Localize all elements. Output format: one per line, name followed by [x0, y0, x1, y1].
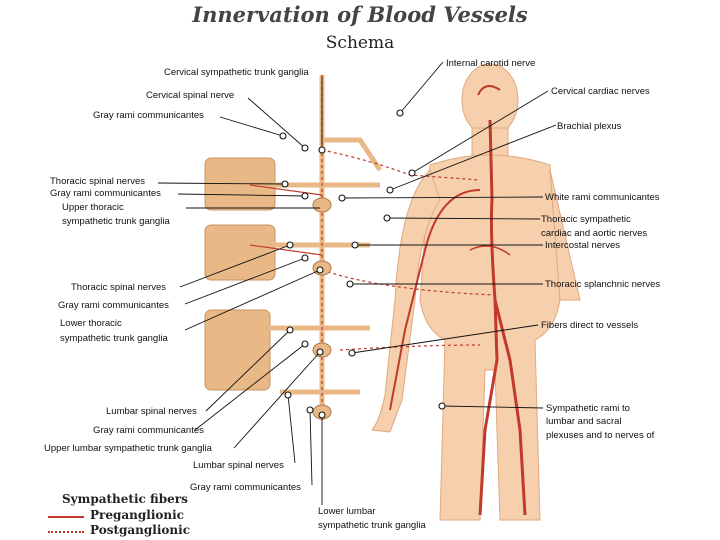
label-gray-rami-2: Gray rami communicantes — [50, 188, 161, 199]
right-arm-shape — [549, 169, 581, 301]
label-thoracic-spinal-1: Thoracic spinal nerves — [50, 176, 145, 187]
label-lower-lumbar-2: sympathetic trunk ganglia — [318, 520, 426, 531]
legend-title: Sympathetic fibers — [62, 492, 188, 506]
legend-postganglionic-line — [48, 531, 84, 533]
legend-postganglionic-label: Postganglionic — [90, 523, 190, 537]
human-body-figure — [371, 63, 581, 521]
label-gray-rami-1: Gray rami communicantes — [93, 110, 204, 121]
intercostal-vessel-path — [469, 245, 511, 256]
label-thoracic-sym-1: Thoracic sympathetic — [541, 214, 631, 225]
label-lumbar-spinal-2: Lumbar spinal nerves — [193, 460, 284, 471]
label-lower-thoracic-2: sympathetic trunk ganglia — [60, 333, 168, 344]
label-cervical-spinal: Cervical spinal nerve — [146, 90, 234, 101]
label-thoracic-spinal-2: Thoracic spinal nerves — [71, 282, 166, 293]
label-white-rami: White rami communicantes — [545, 192, 660, 203]
label-sym-rami-2: lumbar and sacral — [546, 416, 622, 427]
label-gray-rami-5: Gray rami communicantes — [190, 482, 301, 493]
head-vessel-path — [477, 85, 501, 96]
label-cervical-cardiac: Cervical cardiac nerves — [551, 86, 650, 97]
leader-markers — [279, 109, 446, 419]
splanchnic-fiber — [321, 269, 496, 296]
label-splanchnic: Thoracic splanchnic nerves — [545, 279, 660, 290]
label-intercostal: Intercostal nerves — [545, 240, 620, 251]
label-upper-thoracic-1: Upper thoracic — [62, 202, 124, 213]
preganglionic-fiber-2 — [249, 244, 323, 256]
label-internal-carotid: Internal carotid nerve — [446, 58, 535, 69]
right-labels: Internal carotid nerve Cervical cardiac … — [446, 58, 660, 441]
label-gray-rami-3: Gray rami communicantes — [58, 300, 169, 311]
label-thoracic-sym-2: cardiac and aortic nerves — [541, 228, 647, 239]
arm-artery-path — [389, 189, 481, 411]
label-cervical-ganglia: Cervical sympathetic trunk ganglia — [164, 67, 309, 78]
preganglionic-fiber-1 — [249, 184, 323, 196]
label-lower-thoracic-1: Lower thoracic — [60, 318, 122, 329]
fiber-paths — [249, 75, 496, 420]
label-sym-rami-1: Sympathetic rami to — [546, 403, 630, 414]
left-labels: Cervical sympathetic trunk ganglia Cervi… — [44, 67, 426, 531]
leader-lines — [157, 61, 557, 505]
label-brachial-plexus: Brachial plexus — [557, 121, 622, 132]
label-upper-thoracic-2: sympathetic trunk ganglia — [62, 216, 170, 227]
torso-legs-shape — [419, 154, 561, 521]
cervical-branch — [322, 137, 383, 172]
direct-vessel-fiber — [339, 344, 481, 351]
diagram-subtitle: Schema — [325, 33, 395, 53]
upper-thoracic-ganglion — [312, 197, 332, 213]
legend-preganglionic-label: Preganglionic — [90, 508, 184, 522]
thoracic-segment-2 — [204, 224, 276, 281]
left-arm-shape — [371, 169, 441, 433]
label-gray-rami-4: Gray rami communicantes — [93, 425, 204, 436]
aorta-path — [478, 119, 499, 516]
label-fibers-direct: Fibers direct to vessels — [541, 320, 638, 331]
label-lower-lumbar-1: Lower lumbar — [318, 506, 376, 517]
label-sym-rami-3: plexuses and to nerves of — [546, 430, 655, 441]
label-lumbar-spinal-1: Lumbar spinal nerves — [106, 406, 197, 417]
legend-preganglionic-line — [48, 516, 84, 518]
lumbar-segment — [204, 309, 271, 391]
diagram-title: Innervation of Blood Vessels — [192, 2, 528, 27]
label-upper-lumbar: Upper lumbar sympathetic trunk ganglia — [44, 443, 213, 454]
